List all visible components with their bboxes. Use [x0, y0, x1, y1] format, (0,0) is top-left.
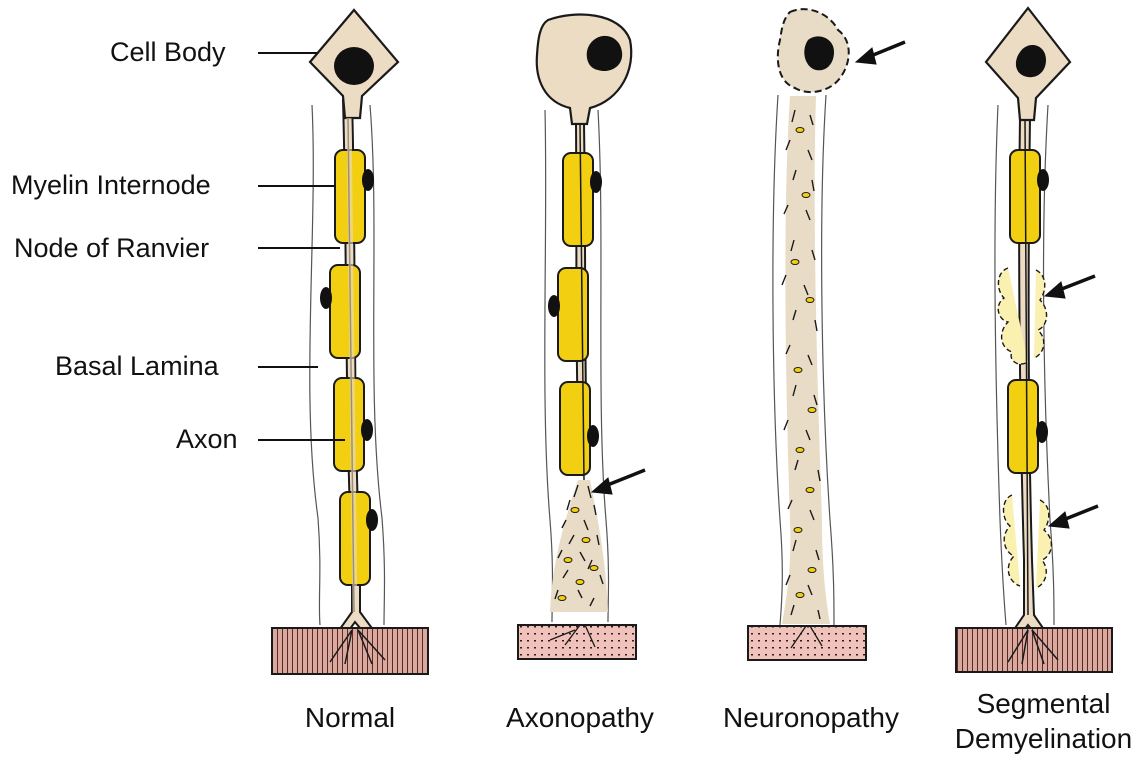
- label-basal-lamina: Basal Lamina: [55, 353, 219, 380]
- caption-segmental-demyelination: Segmental Demyelination: [946, 686, 1141, 756]
- basal-lamina-left: [545, 110, 553, 622]
- label-cell-body: Cell Body: [110, 39, 226, 66]
- nucleus: [334, 47, 374, 85]
- schwann-nucleus: [366, 509, 378, 531]
- label-axon: Axon: [176, 426, 238, 453]
- cell-body: [537, 15, 631, 124]
- caption-neuronopathy: Neuronopathy: [706, 700, 916, 735]
- nucleus: [804, 36, 834, 70]
- panel-axonopathy: [518, 15, 645, 659]
- panel-normal: [272, 10, 428, 674]
- lesion-arrow: [592, 470, 645, 494]
- schwann-nucleus: [1037, 169, 1049, 191]
- caption-axonopathy: Axonopathy: [490, 700, 670, 735]
- myelin-internode: [330, 265, 360, 358]
- lesion-arrow: [1049, 506, 1098, 528]
- myelin-internode: [563, 153, 593, 246]
- lesion-arrow: [1045, 276, 1095, 298]
- muscle-tissue: [272, 628, 428, 674]
- panel-segmental-demyelination: [956, 8, 1112, 672]
- schwann-nucleus: [320, 287, 332, 309]
- muscle-tissue: [518, 625, 636, 659]
- caption-line-1: Segmental: [946, 686, 1141, 721]
- label-leaders: [258, 53, 345, 440]
- myelin-internode: [558, 268, 588, 361]
- caption-line-2: Demyelination: [946, 721, 1141, 756]
- schwann-nucleus: [587, 425, 599, 447]
- label-node-of-ranvier: Node of Ranvier: [14, 235, 209, 262]
- schwann-nucleus: [548, 295, 560, 317]
- basal-lamina-left: [310, 105, 320, 625]
- basal-lamina-left: [773, 95, 782, 625]
- basal-lamina-left: [995, 105, 1006, 625]
- label-myelin-internode: Myelin Internode: [11, 172, 211, 199]
- myelin-internode: [560, 382, 590, 475]
- schwann-nucleus: [362, 169, 374, 191]
- schwann-nucleus: [590, 171, 602, 193]
- schwann-nucleus: [1036, 421, 1048, 443]
- myelin-internode: [1008, 380, 1038, 473]
- muscle-tissue: [748, 626, 866, 660]
- basal-lamina-right: [822, 95, 834, 625]
- lesion-arrow: [856, 42, 905, 64]
- panel-neuronopathy: [748, 9, 905, 660]
- schwann-nucleus: [361, 419, 373, 441]
- myelin-internode: [334, 378, 364, 471]
- caption-normal: Normal: [270, 700, 430, 735]
